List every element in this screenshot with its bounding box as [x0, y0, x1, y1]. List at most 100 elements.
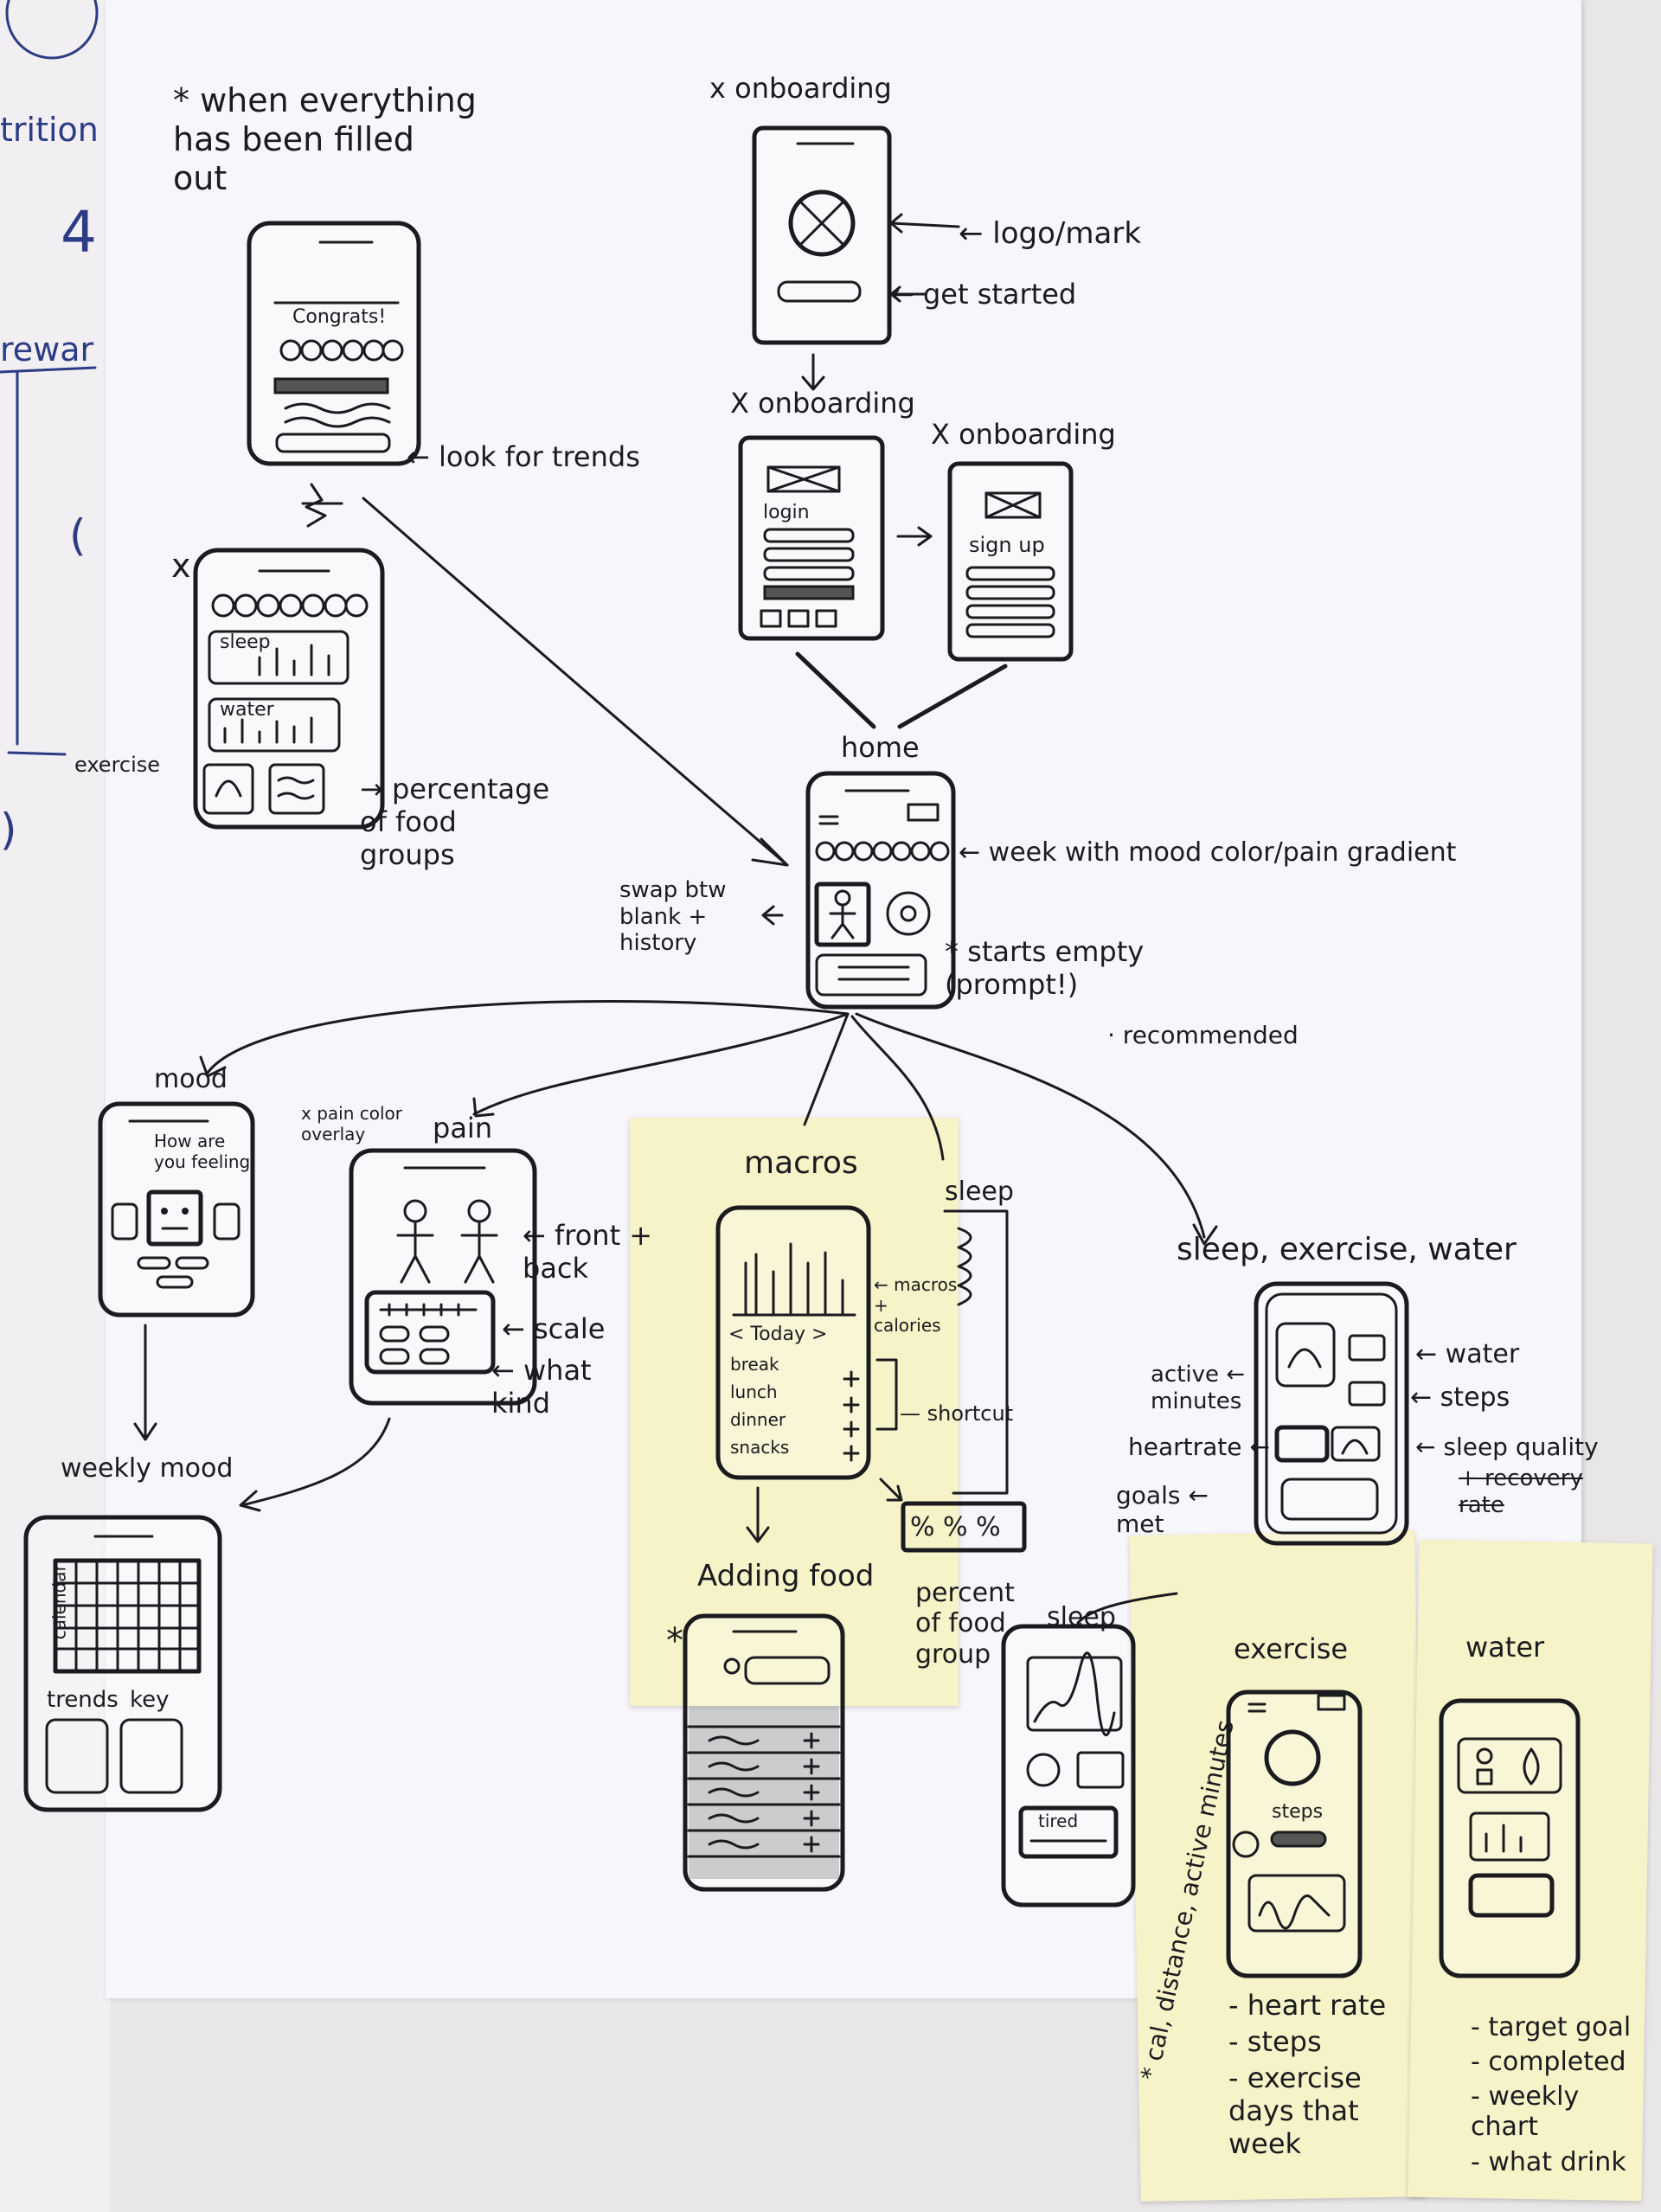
left-fragment-paren: ( — [69, 510, 87, 561]
connector-activity-sleep — [1076, 1592, 1178, 1625]
left-fragment-paren2: ) — [0, 805, 17, 855]
pain-title: pain — [433, 1112, 493, 1144]
logo-pointer-arrow — [889, 221, 960, 228]
dashboard-sleep-label: sleep — [220, 632, 271, 653]
meal-snacks: snacks — [730, 1437, 790, 1458]
active-minutes-note: active ← minutes — [1151, 1362, 1246, 1414]
macros-today: < Today > — [728, 1324, 828, 1345]
macros-down-arrow — [746, 1486, 770, 1543]
sleep-phone-sketch — [1001, 1624, 1136, 1907]
sticky-note-macros — [630, 1118, 959, 1706]
shortcut-note: — shortcut — [900, 1401, 1014, 1426]
exercise-note: exercise — [74, 753, 161, 777]
connector-login-home — [795, 651, 876, 729]
sleep-tab-sketch — [943, 1209, 1009, 1495]
dashboard-water-label: water — [220, 699, 274, 721]
connector-pain-weekly — [239, 1417, 391, 1512]
water-item-drink: - what drink — [1471, 2147, 1626, 2177]
left-fragment-nutrition: trition — [0, 111, 99, 149]
exercise-steps-label: steps — [1272, 1801, 1324, 1823]
signup-onboarding-title: X onboarding — [931, 418, 1116, 451]
pain-color-note: x pain color overlay — [301, 1103, 402, 1144]
swap-note: swap btw blank + history — [619, 877, 727, 957]
steps-note: ← steps — [1410, 1382, 1510, 1413]
adding-food-phone-sketch — [683, 1613, 845, 1892]
what-kind-note: ← what kind — [491, 1354, 592, 1420]
recovery-rate-note: + recovery rate — [1459, 1465, 1583, 1518]
goals-met-note: goals ← met — [1116, 1481, 1209, 1539]
left-fragment-reward: rewar — [0, 330, 94, 369]
meal-lunch: lunch — [730, 1382, 778, 1402]
exercise-item-days: - exercise days that week — [1228, 2061, 1362, 2160]
connector-home-pain — [472, 1012, 850, 1116]
exercise-phone-sketch — [1226, 1689, 1363, 1978]
water-item-weekly: - weekly chart — [1471, 2081, 1580, 2143]
water-phone-sketch — [1439, 1698, 1581, 1978]
logo-mark-note: ← logo/mark — [959, 216, 1142, 251]
meal-breakfast: break — [730, 1354, 779, 1375]
weekly-mood-phone-sketch — [23, 1515, 222, 1812]
sleep-tab-label: sleep — [945, 1177, 1014, 1207]
signup-phone-sketch — [947, 461, 1074, 662]
percent-box-sketch — [901, 1501, 1027, 1553]
macros-calories-note: ← macros + calories — [874, 1274, 958, 1337]
water-title: water — [1465, 1631, 1545, 1664]
percentage-food-note: → percentage of food groups — [360, 773, 550, 871]
pain-phone-sketch — [349, 1148, 537, 1406]
meal-dinner: dinner — [730, 1409, 786, 1430]
dashboard-phone-sketch — [193, 548, 385, 830]
sleep-title: sleep — [1047, 1602, 1116, 1632]
congrats-phone-sketch — [247, 221, 421, 466]
water-note: ← water — [1415, 1339, 1520, 1369]
mood-screen-text: How are you feeling — [154, 1131, 251, 1172]
water-item-target: - target goal — [1471, 2012, 1632, 2042]
login-label: login — [763, 502, 810, 523]
connector-home-mood — [206, 999, 850, 1074]
front-back-note: ← front + back — [523, 1219, 653, 1285]
water-item-completed: - completed — [1471, 2047, 1626, 2077]
left-sheet-line — [7, 751, 67, 756]
macros-title: macros — [744, 1145, 858, 1181]
circled-number — [5, 0, 99, 60]
starts-empty-note: * starts empty (prompt!) — [945, 935, 1145, 1001]
exercise-title: exercise — [1234, 1632, 1349, 1665]
connector-home-sleep — [850, 1015, 945, 1161]
activity-title: sleep, exercise, water — [1177, 1232, 1517, 1267]
left-sheet-line — [0, 366, 97, 374]
onboarding-logo-phone-sketch — [752, 125, 960, 345]
key-label: key — [130, 1687, 170, 1713]
percent-food-group-note: percent of food group — [915, 1578, 1015, 1670]
login-onboarding-title: X onboarding — [730, 387, 915, 420]
percent-box-text: % % % — [910, 1512, 1001, 1542]
onboarding-down-arrow — [801, 353, 825, 391]
recommended-note: · recommended — [1107, 1021, 1299, 1049]
calendar-label: calendar — [48, 1564, 70, 1640]
connector-congrats-home — [362, 497, 789, 867]
activity-phone-sketch — [1254, 1281, 1409, 1546]
exercise-item-steps: - steps — [1228, 2025, 1322, 2058]
onboarding-title: x onboarding — [709, 72, 892, 105]
mood-title: mood — [154, 1064, 228, 1094]
login-phone-sketch — [738, 435, 885, 641]
adding-food-title: Adding food — [697, 1559, 875, 1593]
congrats-screen-text: Congrats! — [292, 306, 387, 328]
heartrate-note: heartrate ← — [1128, 1433, 1270, 1461]
left-fragment-number: 4 — [61, 199, 97, 266]
look-for-trends-note: ← look for trends — [407, 440, 640, 473]
connector-home-macros — [803, 1012, 850, 1126]
macros-phone-sketch — [715, 1205, 871, 1480]
scale-note: ← scale — [502, 1312, 606, 1345]
signup-label: sign up — [969, 533, 1045, 557]
exercise-item-heartrate: - heart rate — [1228, 1989, 1387, 2022]
weekly-mood-title: weekly mood — [61, 1453, 234, 1484]
dashboard-marker: x — [171, 547, 191, 585]
get-started-note: ← get started — [891, 278, 1077, 311]
congrats-note: * when everything has been filled out — [173, 81, 477, 197]
scribble-mark — [305, 483, 327, 528]
home-phone-sketch — [805, 771, 956, 1010]
mood-phone-sketch — [98, 1101, 255, 1318]
week-mood-note: ← week with mood color/pain gradient — [959, 837, 1457, 868]
connector-home-activity — [855, 1012, 1206, 1239]
connector-signup-home — [897, 664, 1008, 729]
